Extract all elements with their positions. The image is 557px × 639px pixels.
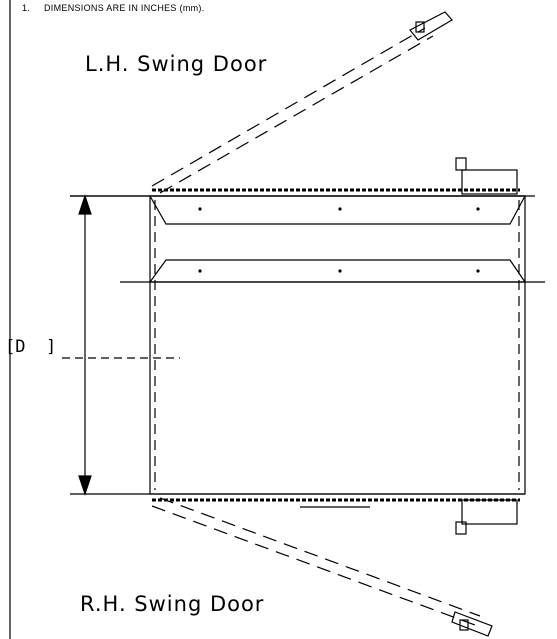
right-hinge-bottom-knob <box>455 521 467 535</box>
rh-door-latch <box>459 619 469 631</box>
right-hinge-top <box>461 169 518 195</box>
dim-arrow-bottom <box>78 475 92 496</box>
lh-swing-door-label: L.H. Swing Door <box>85 52 268 76</box>
lh-door-edge-inner <box>159 35 434 194</box>
rh-door-handle-block <box>451 611 493 637</box>
right-hinge-top-knob <box>455 157 467 171</box>
fastener-dot <box>476 269 480 273</box>
fastener-dot <box>198 269 202 273</box>
note-1: 1. DIMENSIONS ARE IN INCHES (mm). <box>22 3 205 13</box>
rh-door-edge-outer <box>151 505 476 626</box>
rh-door-edge-inner <box>159 497 481 617</box>
lh-door-latch <box>415 21 425 33</box>
middle-hopper <box>148 259 527 283</box>
fastener-dot <box>338 207 342 211</box>
dimension-label: [D ] <box>5 337 57 357</box>
lh-door-edge-outer <box>151 27 426 187</box>
rh-swing-door-label: R.H. Swing Door <box>80 592 265 616</box>
note-1-number: 1. <box>22 3 31 13</box>
unit-body-outline <box>149 195 526 495</box>
fastener-dot <box>198 207 202 211</box>
note-1-text: DIMENSIONS ARE IN INCHES (mm). <box>44 3 205 13</box>
right-hinge-bottom <box>461 499 518 525</box>
lh-door-handle-block <box>409 11 453 41</box>
top-hopper <box>148 195 527 225</box>
dim-arrow-top <box>78 194 92 215</box>
fastener-dot <box>476 207 480 211</box>
fastener-dot <box>338 269 342 273</box>
